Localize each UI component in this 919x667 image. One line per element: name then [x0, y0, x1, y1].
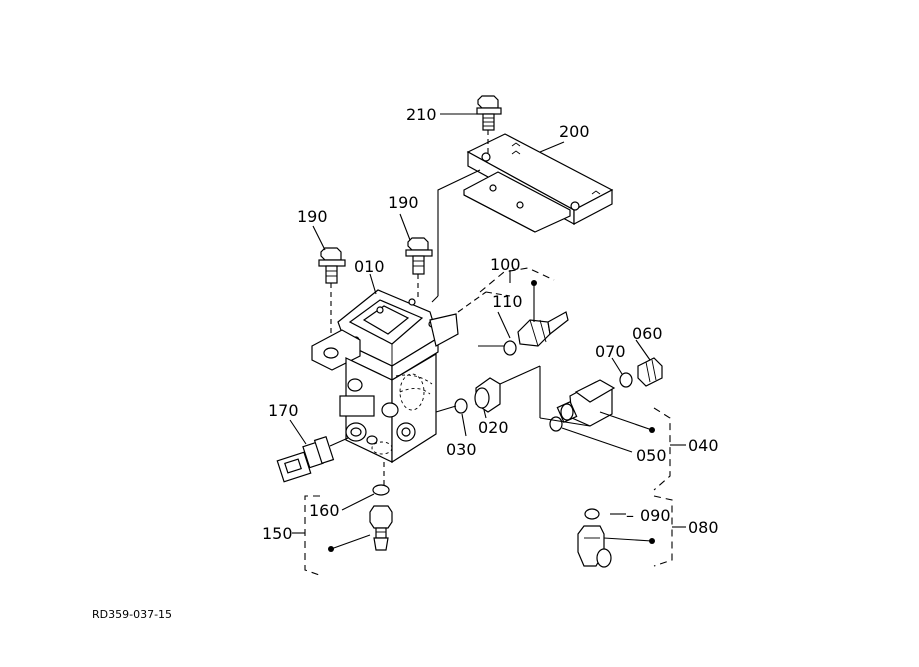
label-010: 010 — [354, 257, 385, 276]
label-210: 210 — [406, 105, 437, 124]
label-030: 030 — [446, 440, 477, 459]
bolt-190-right — [405, 237, 433, 300]
label-060: 060 — [632, 324, 663, 343]
sensor-170 — [276, 435, 349, 483]
bracket-100 — [479, 267, 555, 293]
connector-020 — [474, 365, 541, 413]
label-110: 110 — [492, 292, 523, 311]
label-070: 070 — [595, 342, 626, 361]
label-200: 200 — [559, 122, 590, 141]
oring-070 — [619, 372, 633, 388]
label-170: 170 — [268, 401, 299, 420]
valve-040 — [556, 379, 616, 427]
label-050: 050 — [636, 446, 667, 465]
fitting-060 — [637, 357, 663, 387]
label-080: 080 — [688, 518, 719, 537]
oring-110 — [503, 340, 517, 356]
drawing-code: RD359-037-15 — [92, 608, 172, 621]
bracket-040 — [653, 407, 671, 491]
bracket-080 — [653, 495, 673, 567]
oring-030 — [454, 398, 468, 414]
label-040: 040 — [688, 436, 719, 455]
label-020: 020 — [478, 418, 509, 437]
label-160: 160 — [309, 501, 340, 520]
fitting-100 — [517, 311, 569, 347]
label-190-left: 190 — [297, 207, 328, 226]
valve-block-010 — [311, 289, 459, 464]
oring-090 — [584, 508, 600, 520]
fitting-150 — [369, 505, 393, 551]
label-100: 100 — [490, 255, 521, 274]
label-150: 150 — [262, 524, 293, 543]
label-090-dash: – — [626, 506, 634, 525]
oring-160 — [372, 484, 390, 496]
bracket-200 — [463, 133, 614, 233]
label-090: 090 — [640, 506, 671, 525]
elbow-080 — [577, 525, 612, 568]
bolt-210 — [476, 95, 502, 153]
label-190-right: 190 — [388, 193, 419, 212]
oring-050 — [549, 416, 563, 432]
